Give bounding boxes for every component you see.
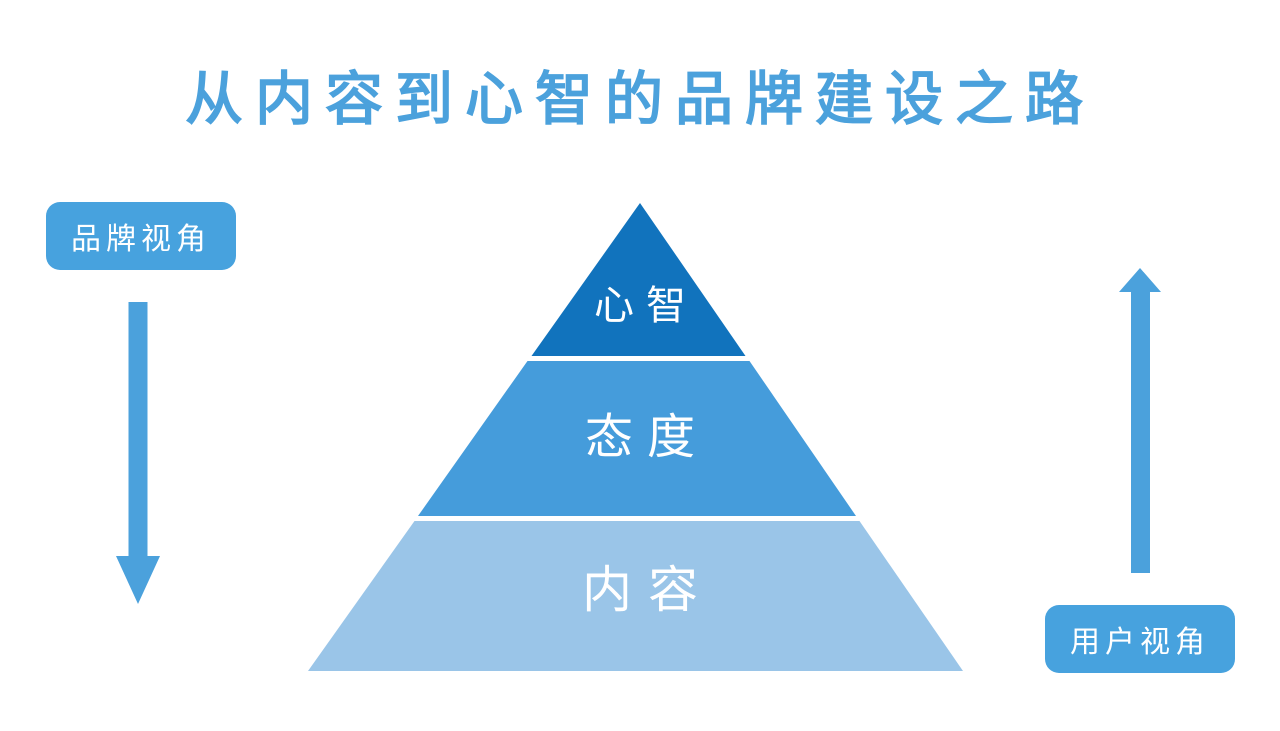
brand-perspective-badge: 品牌视角 bbox=[46, 202, 236, 270]
down-arrow-icon bbox=[116, 302, 160, 604]
pyramid-tier-bottom bbox=[308, 521, 963, 671]
pyramid-tier-middle bbox=[418, 361, 856, 516]
up-arrow-icon bbox=[1119, 268, 1161, 573]
pyramid-tier-middle-label: 态度 bbox=[585, 411, 709, 464]
page-title: 从内容到心智的品牌建设之路 bbox=[184, 67, 1095, 132]
pyramid-tier-top bbox=[531, 203, 746, 356]
user-perspective-label: 用户视角 bbox=[1070, 626, 1210, 659]
user-perspective-badge: 用户视角 bbox=[1045, 605, 1235, 673]
brand-perspective-label: 品牌视角 bbox=[71, 223, 211, 256]
pyramid-tier-top-label: 心智 bbox=[594, 284, 698, 328]
pyramid-tier-bottom-label: 内容 bbox=[582, 562, 714, 618]
